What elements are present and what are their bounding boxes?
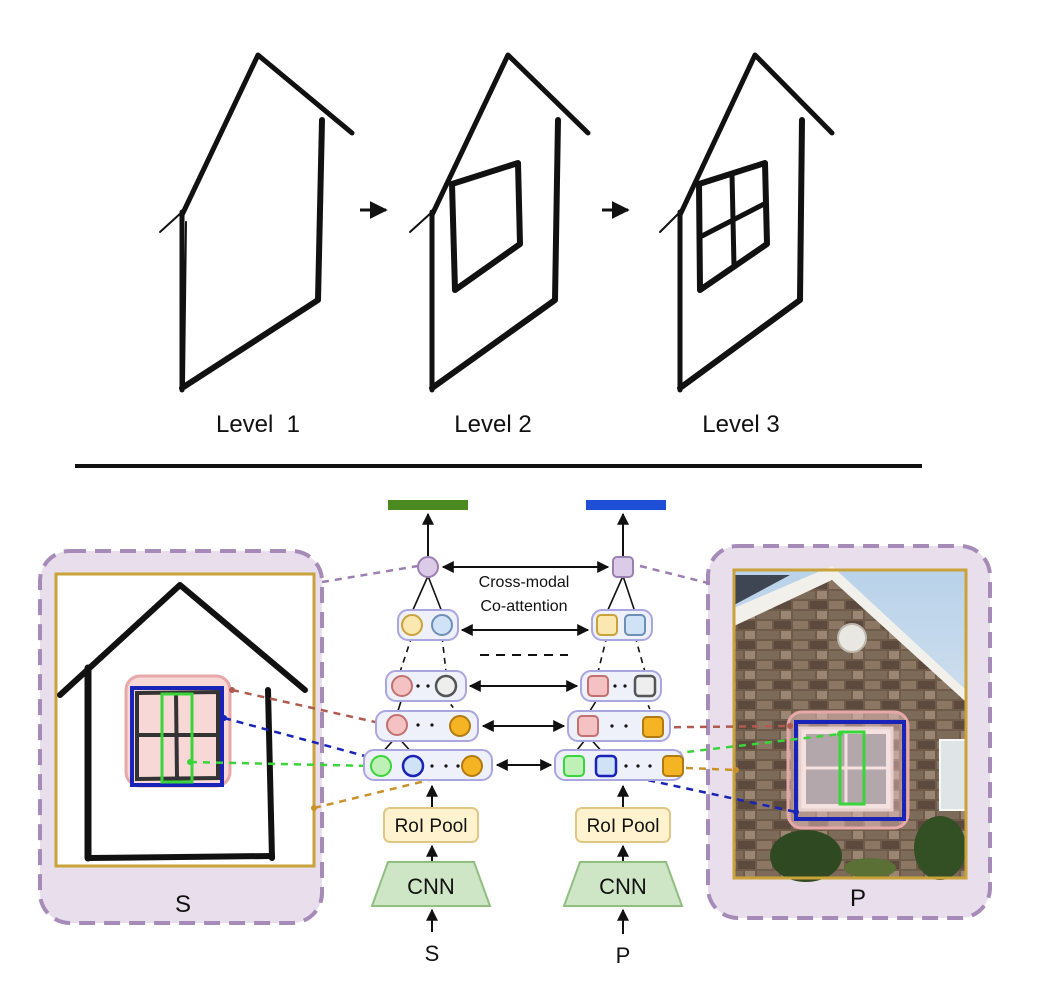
sketch-node-l4-b bbox=[431, 614, 453, 636]
photo-node-l3-b bbox=[633, 674, 657, 698]
sketch-panel-caption: S bbox=[175, 891, 191, 918]
photo-node-l2-b bbox=[642, 716, 664, 738]
sketch-ellipsis-dots bbox=[416, 684, 460, 768]
level-3-label: Level 3 bbox=[702, 411, 779, 438]
photo-node-l4-a bbox=[596, 614, 618, 636]
photo-roi-pool-label: RoI Pool bbox=[587, 816, 660, 837]
sketch-node-l2-b bbox=[449, 715, 471, 737]
photo-frame-gold bbox=[732, 568, 968, 880]
photo-output-bar bbox=[586, 500, 666, 510]
photo-input-label: P bbox=[616, 943, 631, 968]
photo-node-l1-a bbox=[563, 755, 585, 777]
sketch-window-drawing bbox=[135, 689, 220, 782]
sketch-input-label: S bbox=[425, 941, 440, 966]
photo-panel-caption: P bbox=[850, 885, 866, 912]
sketch-cnn-label: CNN bbox=[407, 874, 455, 899]
sketch-node-l1-a bbox=[370, 755, 392, 777]
sketch-output-bar bbox=[388, 500, 468, 510]
photo-hierarchy-tree: RoI Pool CNN P bbox=[554, 500, 684, 968]
photo-ellipsis-dots bbox=[610, 684, 652, 768]
sketch-node-l4-a bbox=[401, 614, 423, 636]
level-2-label: Level 2 bbox=[454, 411, 531, 438]
photo-node-l3-a bbox=[587, 675, 609, 697]
sketch-level-3 bbox=[659, 52, 835, 393]
sketch-root-node bbox=[417, 556, 439, 578]
cross-modal-label: Cross-modal bbox=[479, 574, 570, 591]
sketch-layer-1 bbox=[363, 749, 493, 781]
sketch-house-drawing bbox=[57, 582, 308, 862]
photo-window-region-red bbox=[786, 710, 910, 830]
level-1-label: Level 1 bbox=[216, 411, 300, 438]
photo-root-node bbox=[612, 556, 634, 578]
sketch-window-box-blue bbox=[130, 686, 224, 787]
sketch-hierarchy-tree: RoI Pool CNN S bbox=[363, 500, 493, 966]
sketch-roi-pool-label: RoI Pool bbox=[395, 816, 468, 837]
co-attention-label: Co-attention bbox=[480, 598, 567, 615]
photo-node-l4-b bbox=[624, 614, 646, 636]
photo-node-l2-a bbox=[577, 715, 599, 737]
photo-cnn-label: CNN bbox=[599, 874, 647, 899]
sketch-node-l3-b bbox=[434, 674, 458, 698]
sketch-cnn-block bbox=[370, 861, 492, 907]
sketch-level-2 bbox=[409, 52, 591, 393]
sketch-roi-pool-box bbox=[383, 807, 479, 843]
photo-cnn-block bbox=[562, 861, 684, 907]
photo-roi-pool-box bbox=[575, 807, 671, 843]
photo-window-pane-green bbox=[838, 730, 866, 806]
sketch-level-1 bbox=[159, 52, 355, 393]
sketch-node-l3-a bbox=[391, 675, 413, 697]
sketch-window-pane-green bbox=[160, 692, 194, 784]
photo-panel: P bbox=[706, 544, 992, 920]
sketch-panel: S bbox=[38, 549, 324, 925]
sketch-node-l1-c bbox=[461, 755, 483, 777]
co-attention-arrows bbox=[441, 561, 610, 771]
photo-node-l1-c bbox=[662, 755, 684, 777]
sketch-node-l2-a bbox=[386, 714, 408, 736]
photo-window-box-blue bbox=[794, 720, 906, 821]
photo-node-l1-b bbox=[594, 754, 618, 778]
sketch-node-l1-b bbox=[401, 754, 425, 778]
